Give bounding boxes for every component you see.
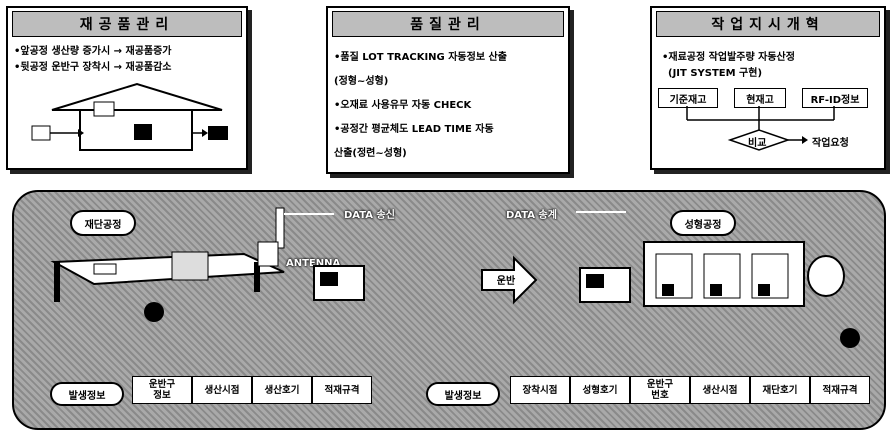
info-cell-left: 생산호기: [252, 376, 312, 404]
wip-block: [134, 124, 152, 140]
info-cell-right: 적재규격: [810, 376, 870, 404]
panel-line: (JIT SYSTEM 구현): [668, 68, 763, 79]
origin-info-right: 발생정보: [426, 382, 500, 406]
info-cell-left: 생산시점: [192, 376, 252, 404]
transport-arrow: [481, 255, 538, 305]
panel-work-order-reform: 작업지시개혁 •재료공정 작업발주량 자동산정 (JIT SYSTEM 구현) …: [650, 6, 886, 170]
panel-line: •품질 LOT TRACKING 자동정보 산출: [334, 52, 507, 63]
panel-line: •앞공정 생산량 증가시 → 재공품증가: [14, 46, 172, 57]
cutting-table: [50, 252, 285, 286]
info-cell-right: 장착시점: [510, 376, 570, 404]
rfid-info-box: RF-ID정보: [802, 88, 868, 108]
panel-line: •오재료 사용유무 자동 CHECK: [334, 100, 472, 111]
base-stock-box: 기준재고: [658, 88, 718, 108]
panel-line: •공정간 평균체도 LEAD TIME 자동: [334, 124, 494, 135]
info-cell-right: 생산시점: [690, 376, 750, 404]
forming-drum: [807, 255, 845, 297]
data-send-label: DATA 송신: [344, 210, 395, 221]
worker-left: [144, 302, 164, 322]
cutting-process-label: 재단공정: [70, 210, 136, 236]
info-cell-right: 성형호기: [570, 376, 630, 404]
info-cell-left: 적재규격: [312, 376, 372, 404]
process-panel: 재단공정 성형공정 DATA 송신 DATA 송계 ANTENNA: [12, 190, 886, 430]
output-block: [208, 126, 228, 140]
info-cell-left: 운반구 정보: [132, 376, 192, 404]
panel-line: •뒷공정 운반구 장착시 → 재공품감소: [14, 62, 172, 73]
table-arrow: [93, 263, 117, 275]
data-receive-label: DATA 송계: [506, 210, 557, 221]
control-unit: [257, 241, 279, 267]
forming-process-label: 성형공정: [670, 210, 736, 236]
panel-title: 품질관리: [332, 11, 564, 37]
origin-info-left: 발생정보: [50, 382, 124, 406]
panel-title: 재공품관리: [12, 11, 242, 37]
worker-right: [840, 328, 860, 348]
roller: [171, 251, 209, 281]
panel-line: (정형~성형): [334, 76, 389, 87]
panel-line: 산출(정련~성형): [334, 148, 407, 159]
panel-title: 작업지시개혁: [656, 11, 880, 37]
panel-quality-management: 품질관리 •품질 LOT TRACKING 자동정보 산출 (정형~성형) •오…: [326, 6, 570, 174]
current-stock-box: 현재고: [734, 88, 786, 108]
window: [93, 101, 115, 117]
antenna-mast: [275, 207, 285, 249]
panel-line: •재료공정 작업발주량 자동산정: [662, 52, 795, 63]
panel-wip-management: 재공품관리 •앞공정 생산량 증가시 → 재공품증가 •뒷공정 운반구 장착시 …: [6, 6, 248, 170]
work-request-label: 작업요청: [812, 138, 849, 149]
wip-flow-diagram: [31, 82, 228, 151]
compare-label: 비교: [748, 138, 767, 149]
info-cell-right: 재단호기: [750, 376, 810, 404]
process-illustration: [50, 207, 860, 348]
info-cell-right: 운반구 번호: [630, 376, 690, 404]
antenna-label: ANTENNA: [286, 258, 341, 269]
compare-connector: [686, 106, 835, 151]
house-roof: [51, 82, 223, 111]
transport-label: 운반: [496, 275, 516, 287]
input-box: [31, 125, 51, 141]
